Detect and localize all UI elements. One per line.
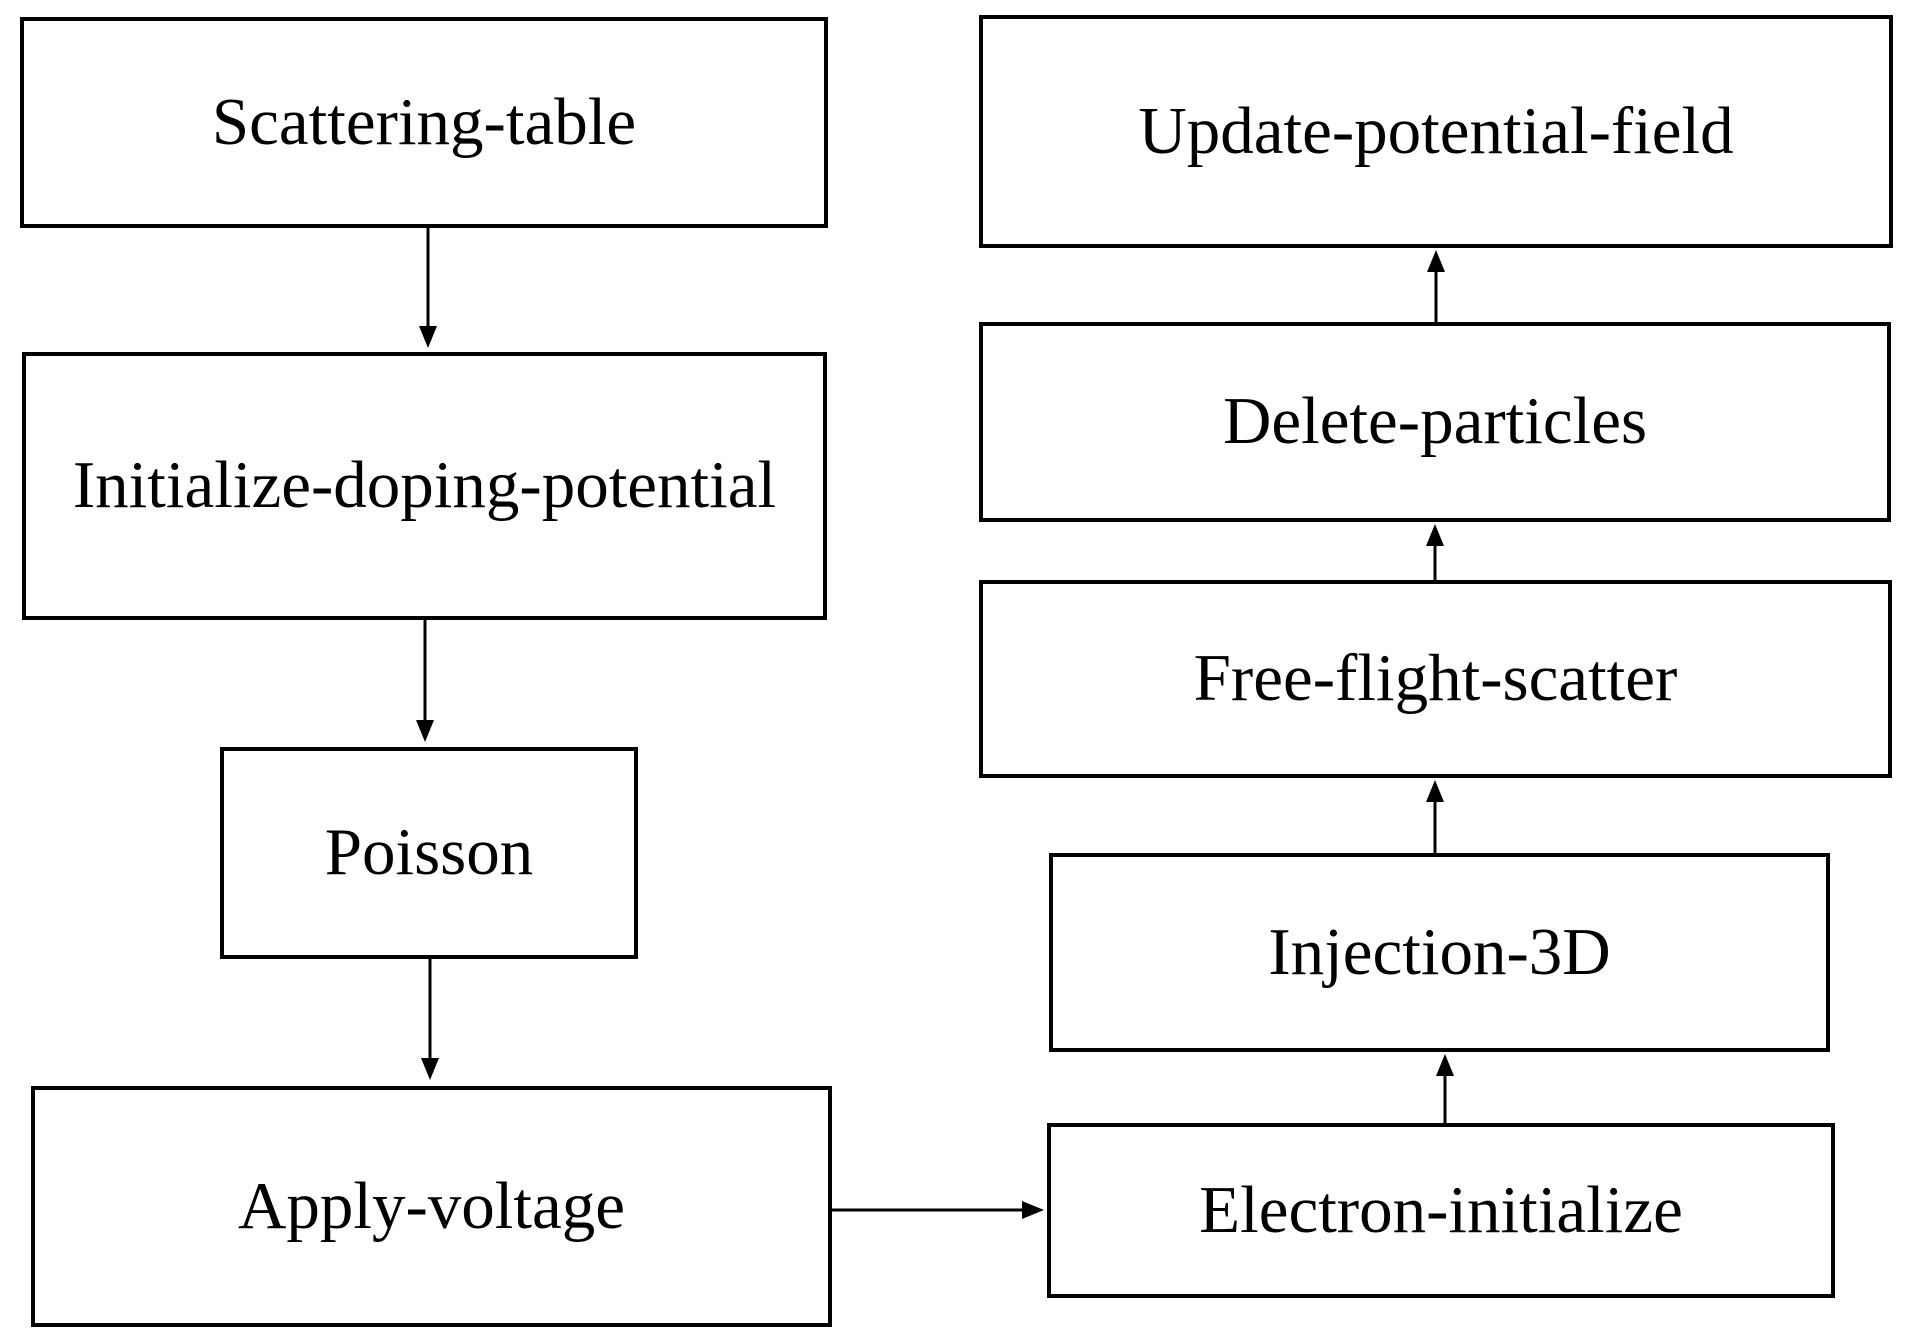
arrow-initialize-to-poisson (416, 620, 434, 742)
arrow-apply-to-electron (832, 1201, 1044, 1219)
node-label: Initialize-doping-potential (72, 448, 777, 523)
node-label: Delete-particles (1222, 384, 1648, 459)
arrow-line (1433, 544, 1437, 580)
arrow-line (1433, 800, 1437, 853)
arrowhead-right-icon (1022, 1201, 1044, 1219)
node-label: Free-flight-scatter (1193, 641, 1678, 716)
node-label: Scattering-table (211, 84, 637, 159)
arrow-poisson-to-apply (421, 959, 439, 1080)
arrow-line (832, 1208, 1024, 1212)
node-free-flight-scatter: Free-flight-scatter (979, 580, 1892, 778)
arrow-line (426, 228, 430, 328)
node-scattering-table: Scattering-table (20, 17, 828, 228)
node-label: Poisson (324, 815, 534, 890)
arrowhead-up-icon (1426, 524, 1444, 546)
node-initialize-doping-potential: Initialize-doping-potential (22, 352, 827, 620)
node-poisson: Poisson (220, 747, 638, 959)
arrow-injection-to-freeflight (1426, 780, 1444, 853)
arrow-scattering-to-initialize (419, 228, 437, 348)
arrowhead-down-icon (416, 720, 434, 742)
node-label: Electron-initialize (1199, 1172, 1683, 1247)
node-apply-voltage: Apply-voltage (31, 1086, 832, 1327)
arrow-line (423, 620, 427, 722)
arrowhead-down-icon (419, 326, 437, 348)
node-electron-initialize: Electron-initialize (1047, 1123, 1835, 1298)
node-label: Injection-3D (1268, 914, 1611, 989)
arrow-electron-to-injection (1436, 1054, 1454, 1123)
arrowhead-up-icon (1426, 780, 1444, 802)
node-label: Apply-voltage (237, 1168, 626, 1243)
arrowhead-down-icon (421, 1058, 439, 1080)
arrowhead-up-icon (1427, 250, 1445, 272)
arrow-line (1434, 270, 1438, 322)
arrow-line (1443, 1074, 1447, 1123)
node-label: Update-potential-field (1138, 93, 1734, 168)
arrow-delete-to-update (1427, 250, 1445, 322)
node-delete-particles: Delete-particles (979, 322, 1891, 522)
arrow-line (428, 959, 432, 1060)
node-update-potential-field: Update-potential-field (979, 15, 1893, 248)
arrowhead-up-icon (1436, 1054, 1454, 1076)
node-injection-3d: Injection-3D (1049, 853, 1830, 1052)
arrow-freeflight-to-delete (1426, 524, 1444, 580)
